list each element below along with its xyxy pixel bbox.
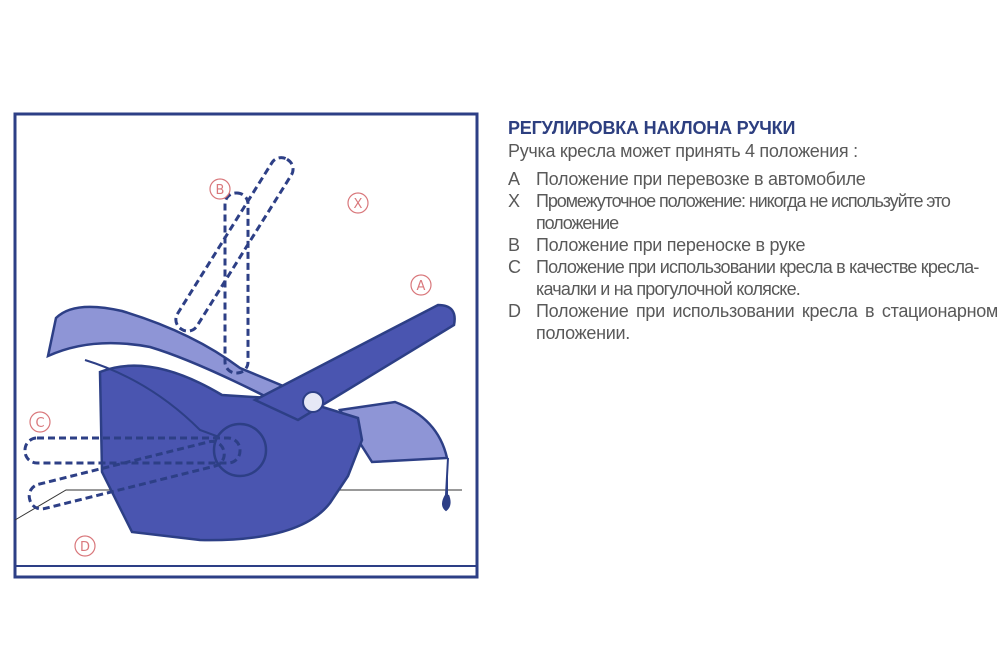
list-item: C Положение при использовании кресла в ка… [508, 256, 998, 300]
item-key: C [508, 257, 521, 277]
item-text: Положение при использовании кресла в ста… [536, 301, 998, 343]
label-d: D [80, 540, 90, 555]
diagram-frame [13, 112, 479, 579]
item-text: Промежуточное положение: никогда не испо… [536, 191, 951, 233]
item-key: A [508, 169, 520, 189]
label-x: X [354, 197, 363, 212]
foot-cover [337, 400, 449, 464]
position-labels: B X A C D [29, 178, 432, 557]
list-item: D Положение при использовании кресла в ст… [508, 300, 998, 344]
handle-position-d [27, 439, 226, 511]
item-text: Положение при использовании кресла в кач… [536, 257, 979, 299]
list-item: X Промежуточное положение: никогда не исп… [508, 190, 998, 234]
item-text: Положение при переноске в руке [536, 235, 806, 255]
instructions: РЕГУЛИРОВКА НАКЛОНА РУЧКИ Ручка кресла м… [508, 118, 998, 344]
section-subtitle: Ручка кресла может принять 4 положения : [508, 141, 858, 161]
dashed-handle-positions [23, 156, 295, 511]
handle-position-c [23, 436, 242, 465]
section-title: РЕГУЛИРОВКА НАКЛОНА РУЧКИ [508, 118, 796, 138]
label-a: A [417, 279, 426, 294]
item-key: D [508, 301, 521, 321]
item-text: Положение при перевозке в автомобиле [536, 169, 866, 189]
list-item: A Положение при перевозке в автомобиле [508, 168, 998, 190]
release-button [302, 391, 324, 413]
handle-position-a [252, 303, 456, 422]
item-key: B [508, 235, 520, 255]
label-c: C [35, 416, 44, 431]
item-key: X [508, 191, 520, 211]
list-item: B Положение при переноске в руке [508, 234, 998, 256]
handle-position-x [174, 156, 295, 333]
label-b: B [216, 183, 225, 198]
car-seat [46, 303, 456, 542]
